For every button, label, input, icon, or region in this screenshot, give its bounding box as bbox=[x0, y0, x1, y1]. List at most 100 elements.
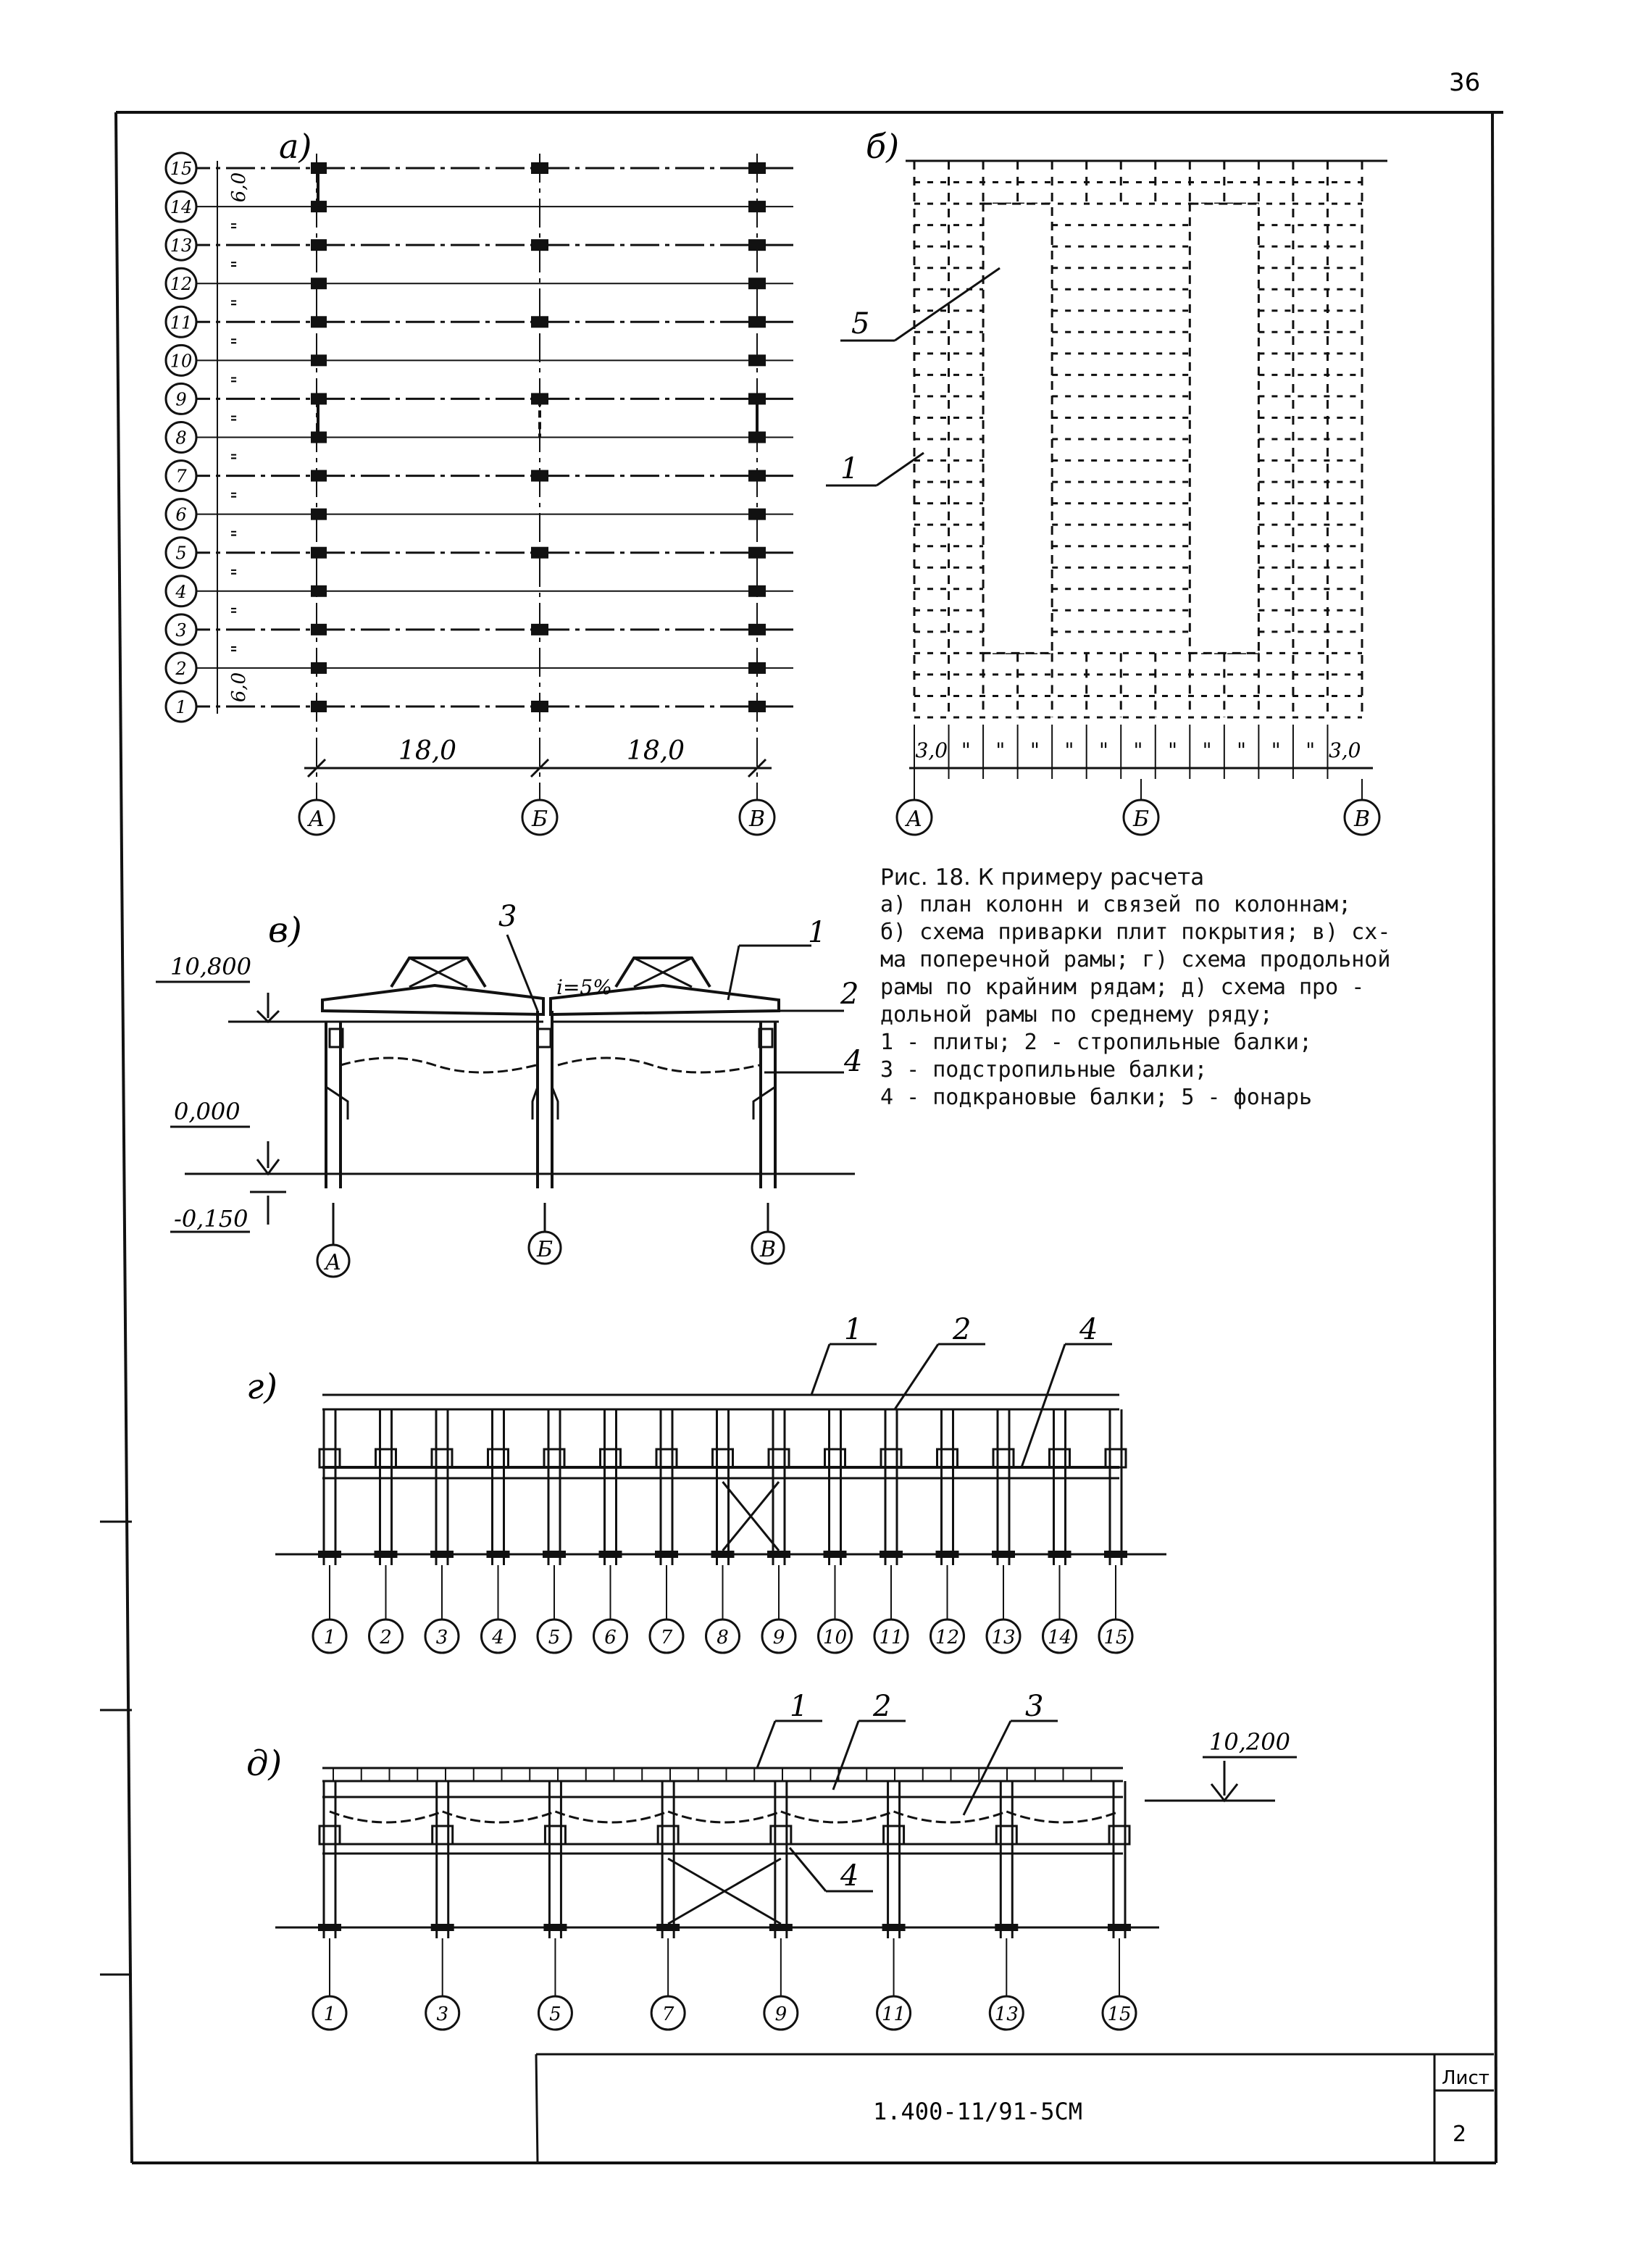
slab-dimension: " bbox=[961, 738, 971, 762]
figure-caption: Рис. 18. К примеру расчета а) план колон… bbox=[880, 864, 1532, 1112]
corbel bbox=[767, 1448, 790, 1469]
axis-label: 11 bbox=[879, 1627, 903, 1648]
row-dimension: 6,0 bbox=[228, 172, 250, 202]
column-mark bbox=[748, 278, 766, 290]
axis-bubble-11 bbox=[876, 1995, 912, 2031]
axis-bubble-В bbox=[738, 799, 776, 836]
axis-bubble-7 bbox=[648, 1618, 685, 1654]
row-dimension: " bbox=[228, 299, 250, 307]
corbel bbox=[711, 1448, 734, 1469]
footing bbox=[318, 1551, 341, 1558]
corbel bbox=[1048, 1448, 1071, 1469]
axis-label: 15 bbox=[1103, 1627, 1127, 1648]
axis-label: 14 bbox=[170, 197, 193, 217]
row-dimension: 6,0 bbox=[228, 672, 250, 702]
axis-bubble-11 bbox=[164, 305, 198, 338]
footing bbox=[1104, 1551, 1127, 1558]
caption-line: б) схема приварки плит покрытия; в) сх- bbox=[880, 920, 1391, 945]
column-mark bbox=[311, 239, 327, 251]
callout-v-4: 4 bbox=[843, 1045, 862, 1078]
axis-bubble-9 bbox=[761, 1618, 797, 1654]
axis-bubble-2 bbox=[368, 1618, 404, 1654]
axis-bubble-1 bbox=[312, 1995, 348, 2031]
column-mark bbox=[311, 316, 327, 328]
axis-label: 10 bbox=[823, 1627, 847, 1648]
axis-label: 9 bbox=[773, 1627, 785, 1648]
axis-label: 1 bbox=[324, 2004, 336, 2025]
axis-bubble-6 bbox=[164, 498, 198, 531]
axis-label: 8 bbox=[175, 428, 186, 449]
axis-label: 11 bbox=[170, 312, 193, 333]
row-dimension: " bbox=[228, 567, 250, 576]
callout-leader bbox=[1020, 1343, 1066, 1468]
axis-bubble-2 bbox=[164, 651, 198, 685]
title-block bbox=[535, 2053, 1494, 2164]
axis-bubble-5 bbox=[164, 536, 198, 570]
view-d-label: д) bbox=[246, 1743, 282, 1784]
footing bbox=[430, 1551, 454, 1558]
corbel bbox=[430, 1448, 454, 1469]
footing bbox=[318, 1924, 341, 1931]
axis-label: 5 bbox=[548, 1627, 561, 1648]
level-0000: 0,000 bbox=[174, 1098, 241, 1125]
column-mark bbox=[311, 546, 327, 559]
axis-bubble-14 bbox=[1042, 1618, 1077, 1654]
sub-rafter-beam bbox=[442, 1810, 556, 1824]
sub-rafter-beam bbox=[329, 1810, 443, 1824]
callout-g-4: 4 bbox=[1079, 1313, 1098, 1346]
callout-d-4: 4 bbox=[840, 1859, 859, 1893]
sub-rafter-beam bbox=[1006, 1810, 1120, 1824]
footing bbox=[430, 1924, 454, 1931]
axis-label: 6 bbox=[175, 505, 186, 525]
callout-v-3: 3 bbox=[498, 900, 517, 933]
axis-label: 15 bbox=[170, 159, 193, 179]
row-dimension: " bbox=[228, 260, 250, 269]
callout-leader bbox=[756, 1720, 777, 1769]
slab-dimension: " bbox=[1030, 738, 1040, 762]
axis-bubble-4 bbox=[480, 1618, 516, 1654]
column-mark bbox=[748, 546, 766, 559]
view-g-label: г) bbox=[246, 1367, 277, 1407]
view-b-label: б) bbox=[866, 127, 899, 166]
corbel bbox=[1104, 1448, 1127, 1469]
column-mark bbox=[311, 508, 327, 520]
document-code: 1.400-11/91-5СМ bbox=[873, 2098, 1082, 2125]
corbel bbox=[882, 1825, 906, 1846]
row-dimension: " bbox=[228, 644, 250, 653]
footing bbox=[935, 1551, 959, 1558]
callout-v-2: 2 bbox=[840, 977, 859, 1011]
axis-label: В bbox=[1353, 806, 1370, 832]
view-a-column-plan: 1514131211109876543216,0""""""""""""6,01… bbox=[164, 151, 793, 836]
axis-bubble-5 bbox=[536, 1618, 572, 1654]
axis-bubble-3 bbox=[425, 1995, 461, 2031]
footing bbox=[486, 1551, 510, 1558]
row-dimension: " bbox=[228, 414, 250, 422]
row-dimension: " bbox=[228, 337, 250, 346]
callout-leader bbox=[893, 1343, 940, 1410]
axis-label: 2 bbox=[175, 659, 186, 679]
axis-label: 9 bbox=[775, 2004, 788, 2025]
footing bbox=[823, 1551, 847, 1558]
axis-bubble-1 bbox=[312, 1618, 348, 1654]
axis-bubble-В bbox=[1343, 799, 1381, 836]
level-10200: 10,200 bbox=[1209, 1728, 1290, 1756]
axis-label: 8 bbox=[717, 1627, 729, 1648]
footing bbox=[1048, 1551, 1072, 1558]
callout-leader bbox=[832, 1720, 860, 1790]
caption-line: рамы по крайним рядам; д) схема про - bbox=[880, 975, 1365, 1000]
corbel bbox=[769, 1825, 793, 1846]
lantern-opening bbox=[1188, 202, 1260, 654]
view-v-axis-b: Б bbox=[536, 1237, 553, 1262]
corbel bbox=[543, 1448, 566, 1469]
axis-label: 12 bbox=[935, 1627, 959, 1648]
sheet-label: Лист bbox=[1442, 2067, 1490, 2089]
corbel bbox=[995, 1825, 1018, 1846]
axis-bubble-15 bbox=[1101, 1995, 1137, 2031]
span-18-right: 18,0 bbox=[627, 736, 685, 766]
slab-dimension: 3,0 bbox=[916, 738, 948, 762]
level-10800: 10,800 bbox=[170, 953, 251, 980]
callout-b-5: 5 bbox=[851, 307, 869, 341]
